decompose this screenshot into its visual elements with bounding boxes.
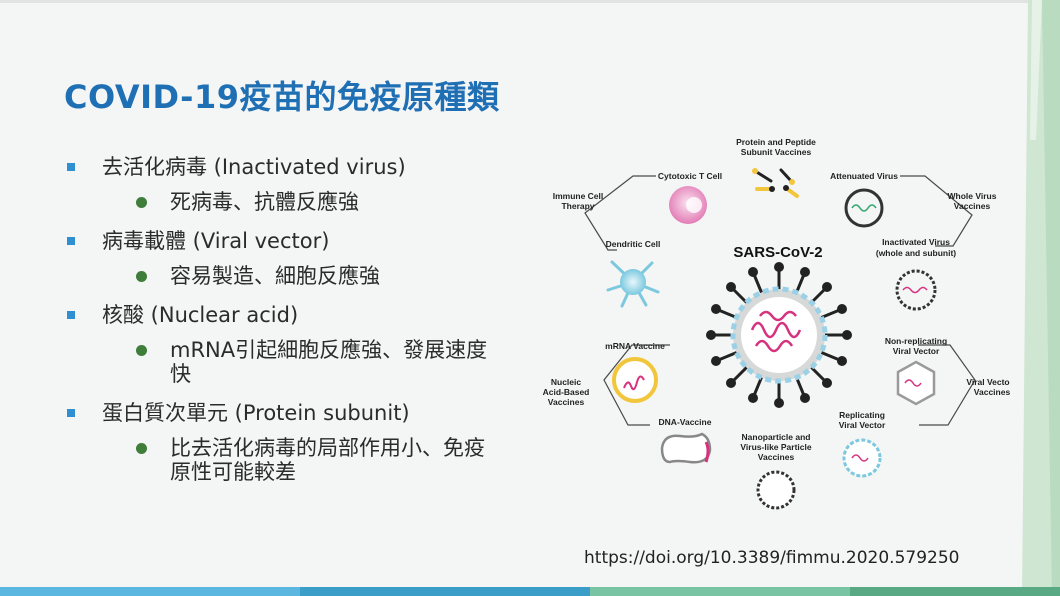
sub-bullet-item: 死病毒、抗體反應強	[64, 190, 500, 214]
viral-vectors-label-2: Vaccines	[974, 387, 1010, 397]
nucleic-label-1: Nucleic	[551, 377, 582, 387]
attenuated-virus-icon	[844, 188, 884, 228]
bullet-item: 病毒載體 (Viral vector)	[64, 226, 544, 256]
dna-vaccine-label: DNA-Vaccine	[659, 417, 712, 427]
inactivated-virus-icon	[895, 269, 937, 311]
mrna-vaccine-label: mRNA Vaccine	[605, 341, 665, 351]
nanoparticle-label-2: Virus-like Particle	[740, 442, 811, 452]
peptide-fragments-icon	[752, 168, 799, 198]
decorative-green-stripes	[1022, 0, 1060, 596]
dendritic-cell-icon	[606, 260, 660, 308]
replicating-label-1: Replicating	[839, 410, 885, 420]
sub-bullet-text: mRNA引起細胞反應強、發展速度快	[170, 338, 488, 386]
bullet-label: 去活化病毒 (Inactivated virus)	[102, 155, 406, 179]
sub-bullet-item: mRNA引起細胞反應強、發展速度快	[64, 338, 500, 386]
bullet-list: 去活化病毒 (Inactivated virus) 死病毒、抗體反應強 病毒載體…	[64, 152, 544, 496]
cytotoxic-t-cell-icon	[669, 186, 707, 224]
square-bullet-icon	[67, 237, 75, 245]
nanoparticle-label-1: Nanoparticle and	[742, 432, 811, 442]
non-replicating-label-2: Viral Vector	[893, 346, 940, 356]
square-bullet-icon	[67, 409, 75, 417]
bullet-label: 病毒載體 (Viral vector)	[102, 229, 330, 253]
mrna-vaccine-icon	[612, 357, 658, 403]
inactivated-virus-label-2: (whole and subunit)	[876, 248, 956, 258]
sub-bullet-text: 比去活化病毒的局部作用小、免疫原性可能較差	[170, 436, 485, 484]
square-bullet-icon	[67, 311, 75, 319]
sub-bullet-item: 比去活化病毒的局部作用小、免疫原性可能較差	[64, 436, 500, 484]
replicating-vector-icon	[842, 438, 882, 478]
sub-bullet-item: 容易製造、細胞反應強	[64, 264, 500, 288]
immune-cell-label-2: Therapy	[561, 201, 594, 211]
slide-title: COVID-19疫苗的免疫原種類	[64, 78, 500, 116]
whole-virus-label-2: Vaccines	[954, 201, 991, 211]
decorative-bottom-bar	[0, 587, 1060, 596]
cytotoxic-t-cell-label: Cytotoxic T Cell	[658, 171, 722, 181]
bullet-item: 蛋白質次單元 (Protein subunit)	[64, 398, 544, 428]
protein-subunit-label-2: Subunit Vaccines	[741, 147, 812, 157]
round-bullet-icon	[136, 197, 147, 208]
bullet-item: 去活化病毒 (Inactivated virus)	[64, 152, 544, 182]
non-replicating-label-1: Non-replicating	[885, 336, 947, 346]
protein-subunit-label-1: Protein and Peptide	[736, 137, 816, 147]
viral-vectors-label-1: Viral Vectors	[966, 377, 1010, 387]
vaccine-types-diagram: Protein and Peptide Subunit Vaccines Cyt…	[543, 137, 1010, 510]
whole-virus-label-1: Whole Virus	[948, 191, 997, 201]
inactivated-virus-label-1: Inactivated Virus	[882, 237, 950, 247]
hexagon-connector-lines	[584, 175, 976, 426]
bullet-item: 核酸 (Nuclear acid)	[64, 300, 544, 330]
nanoparticle-label-3: Vaccines	[758, 452, 795, 462]
round-bullet-icon	[136, 443, 147, 454]
bullet-label: 蛋白質次單元 (Protein subunit)	[102, 401, 410, 425]
sars-cov-2-virus-icon	[706, 262, 852, 408]
round-bullet-icon	[136, 345, 147, 356]
nucleic-label-3: Vaccines	[548, 397, 585, 407]
dna-vaccine-icon	[660, 432, 712, 464]
dendritic-cell-label: Dendritic Cell	[606, 239, 661, 249]
immune-cell-label-1: Immune Cell	[553, 191, 604, 201]
sars-cov-2-label: SARS-CoV-2	[733, 244, 822, 261]
nucleic-label-2: Acid-Based	[543, 387, 590, 397]
replicating-label-2: Viral Vector	[839, 420, 886, 430]
attenuated-virus-label: Attenuated Virus	[830, 171, 898, 181]
nanoparticle-icon	[756, 470, 796, 510]
bullet-label: 核酸 (Nuclear acid)	[102, 303, 299, 327]
square-bullet-icon	[67, 163, 75, 171]
sub-bullet-text: 容易製造、細胞反應強	[170, 264, 380, 288]
non-replicating-vector-icon	[896, 360, 936, 406]
doi-citation: https://doi.org/10.3389/fimmu.2020.57925…	[584, 548, 960, 568]
sub-bullet-text: 死病毒、抗體反應強	[170, 190, 359, 214]
diagram-labels: Protein and Peptide Subunit Vaccines Cyt…	[543, 137, 1010, 462]
top-border-line	[0, 0, 1060, 3]
round-bullet-icon	[136, 271, 147, 282]
